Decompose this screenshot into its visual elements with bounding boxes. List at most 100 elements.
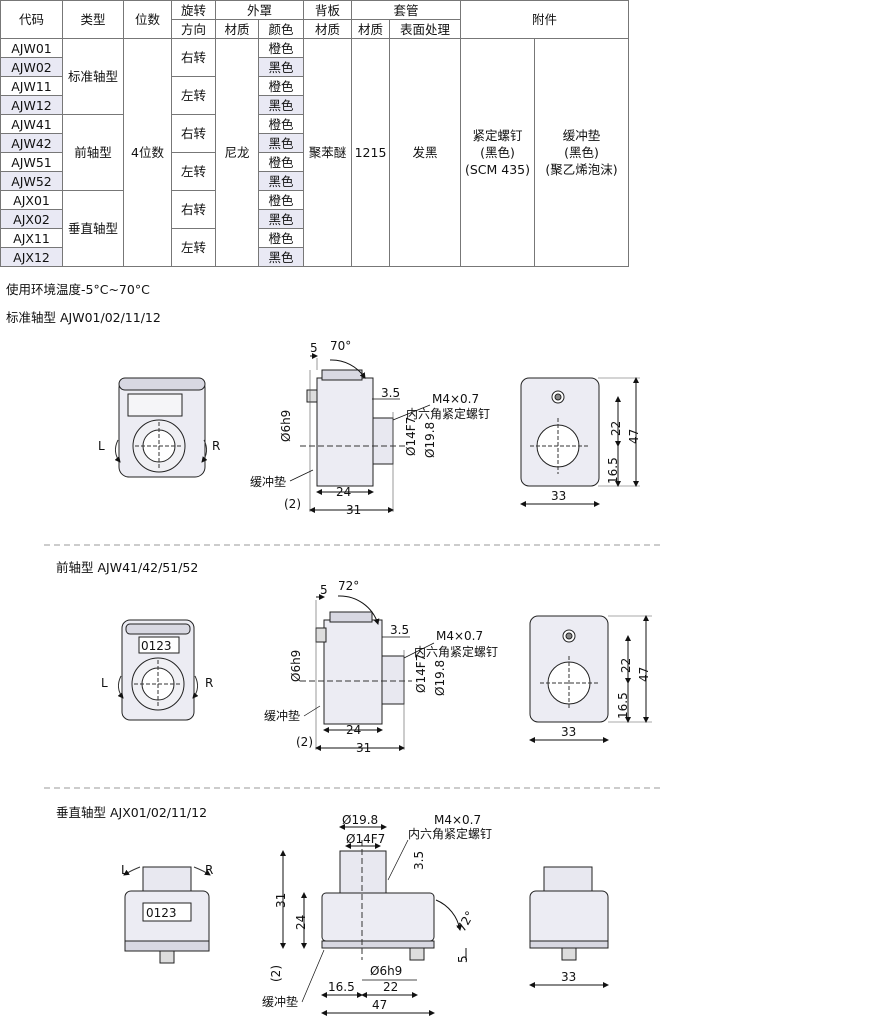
code-cell: AJX12 (0, 247, 63, 267)
rear-view-standard: 22 16.5 47 33 (520, 377, 641, 507)
color-cell: 橙色 (258, 76, 304, 96)
rotation-cell: 右转 (171, 190, 216, 229)
dim-22: 22 (619, 658, 633, 673)
th-code: 代码 (0, 0, 63, 39)
label-screw-name: 内六角紧定螺钉 (406, 406, 490, 421)
code-cell: AJW11 (0, 76, 63, 96)
section-title-vertical: 垂直轴型 AJX01/02/11/12 (56, 805, 208, 820)
label-screw: M4×0.7 (436, 629, 483, 643)
rotation-cell: 右转 (171, 114, 216, 153)
th-backplate-material: 材质 (303, 19, 352, 39)
rotation-cell: 左转 (171, 152, 216, 191)
dim-14: Ø14F7 (346, 832, 385, 846)
dim-angle: 70° (330, 339, 351, 353)
color-cell: 黑色 (258, 209, 304, 229)
dim-16-5: 16.5 (616, 692, 630, 719)
accessory-screw-color: (黑色) (480, 145, 515, 160)
code-cell: AJX02 (0, 209, 63, 229)
dim-16-5: 16.5 (328, 980, 355, 994)
label-cushion: 缓冲垫 (250, 474, 286, 489)
label-shaft: Ø6h9 (289, 650, 303, 682)
label-L: L (121, 863, 128, 877)
code-cell: AJW52 (0, 171, 63, 191)
label-bore: Ø14F7 (404, 417, 418, 456)
color-cell: 黑色 (258, 247, 304, 267)
dim-3-5: 3.5 (381, 386, 400, 400)
dim-2: (2) (284, 497, 301, 511)
color-cell: 橙色 (258, 152, 304, 172)
label-R: R (205, 676, 213, 690)
th-sleeve-material: 材质 (351, 19, 390, 39)
dim-19-8: Ø19.8 (342, 813, 378, 827)
th-sleeve: 套管 (351, 0, 461, 20)
accessory-cushion-material: (聚乙烯泡沫) (545, 162, 618, 177)
label-shaft: Ø6h9 (279, 410, 293, 442)
dim-31: 31 (356, 741, 371, 755)
dim-22: 22 (609, 421, 623, 436)
dim-33: 33 (561, 970, 576, 984)
label-bore: Ø14F7 (414, 654, 428, 693)
color-cell: 橙色 (258, 190, 304, 210)
side-view-front: 5 72° 3.5 M4×0.7 内六角紧定螺钉 Ø6h9 Ø14F7 Ø19.… (264, 579, 498, 755)
section-title-standard: 标准轴型 AJW01/02/11/12 (6, 310, 161, 325)
label-od: Ø19.8 (433, 660, 447, 696)
side-view-vertical: Ø19.8 Ø14F7 M4×0.7 内六角紧定螺钉 3.5 31 24 72°… (262, 813, 492, 1016)
label-od: Ø19.8 (423, 422, 437, 458)
rear-view-vertical: 33 (529, 866, 609, 988)
dim-angle: 72° (338, 579, 359, 593)
type-cell: 垂直轴型 (62, 190, 124, 267)
type-cell: 前轴型 (62, 114, 124, 191)
dim-31: 31 (346, 503, 361, 517)
dim-47: 47 (637, 667, 651, 682)
counter-digits: 0123 (146, 906, 177, 920)
accessory-cushion-cell: 缓冲垫 (黑色) (聚乙烯泡沫) (534, 38, 629, 267)
section-title-front: 前轴型 AJW41/42/51/52 (56, 560, 199, 575)
dim-24: 24 (346, 723, 361, 737)
color-cell: 黑色 (258, 95, 304, 115)
counter-digits: 0123 (141, 639, 172, 653)
dim-3-5: 3.5 (390, 623, 409, 637)
dim-16-5: 16.5 (606, 457, 620, 484)
label-L: L (101, 676, 108, 690)
label-cushion: 缓冲垫 (262, 994, 298, 1009)
sleeve-surface-cell: 发黑 (389, 38, 461, 267)
th-sleeve-surface: 表面处理 (389, 19, 461, 39)
dim-47: 47 (627, 429, 641, 444)
color-cell: 橙色 (258, 228, 304, 248)
backplate-material-cell: 聚苯醚 (303, 38, 352, 267)
accessory-screw-cell: 紧定螺钉 (黑色) (SCM 435) (460, 38, 535, 267)
label-screw: M4×0.7 (434, 813, 481, 827)
dim-2: (2) (269, 965, 283, 982)
color-cell: 黑色 (258, 133, 304, 153)
front-view-vertical: 0123 L R (121, 863, 213, 964)
label-R: R (212, 439, 220, 453)
front-view-standard: L R (98, 377, 220, 478)
th-backplate: 背板 (303, 0, 352, 20)
dim-5: 5 (310, 341, 318, 355)
label-L: L (98, 439, 105, 453)
digits-cell: 4位数 (123, 38, 172, 267)
dim-6: Ø6h9 (370, 964, 402, 978)
color-cell: 橙色 (258, 38, 304, 58)
dim-22: 22 (383, 980, 398, 994)
color-cell: 黑色 (258, 57, 304, 77)
dim-angle: 72° (454, 909, 477, 934)
spec-table: 代码 类型 位数 旋转 外罩 背板 套管 附件 方向 材质 颜色 材质 材质 表… (0, 0, 629, 267)
accessory-screw-name: 紧定螺钉 (472, 128, 523, 143)
dim-24: 24 (294, 915, 308, 930)
code-cell: AJW41 (0, 114, 63, 134)
code-cell: AJW12 (0, 95, 63, 115)
sleeve-material-cell: 1215 (351, 38, 390, 267)
dim-2: (2) (296, 735, 313, 749)
dim-5: 5 (456, 955, 470, 963)
dim-5: 5 (320, 583, 328, 597)
dim-33: 33 (561, 725, 576, 739)
label-R: R (205, 863, 213, 877)
th-housing: 外罩 (215, 0, 304, 20)
accessory-screw-material: (SCM 435) (464, 162, 531, 177)
accessory-cushion-color: (黑色) (564, 145, 599, 160)
rear-view-front: 22 16.5 47 33 (529, 615, 652, 743)
accessory-cushion-name: 缓冲垫 (562, 128, 601, 143)
label-screw-name: 内六角紧定螺钉 (414, 644, 498, 659)
